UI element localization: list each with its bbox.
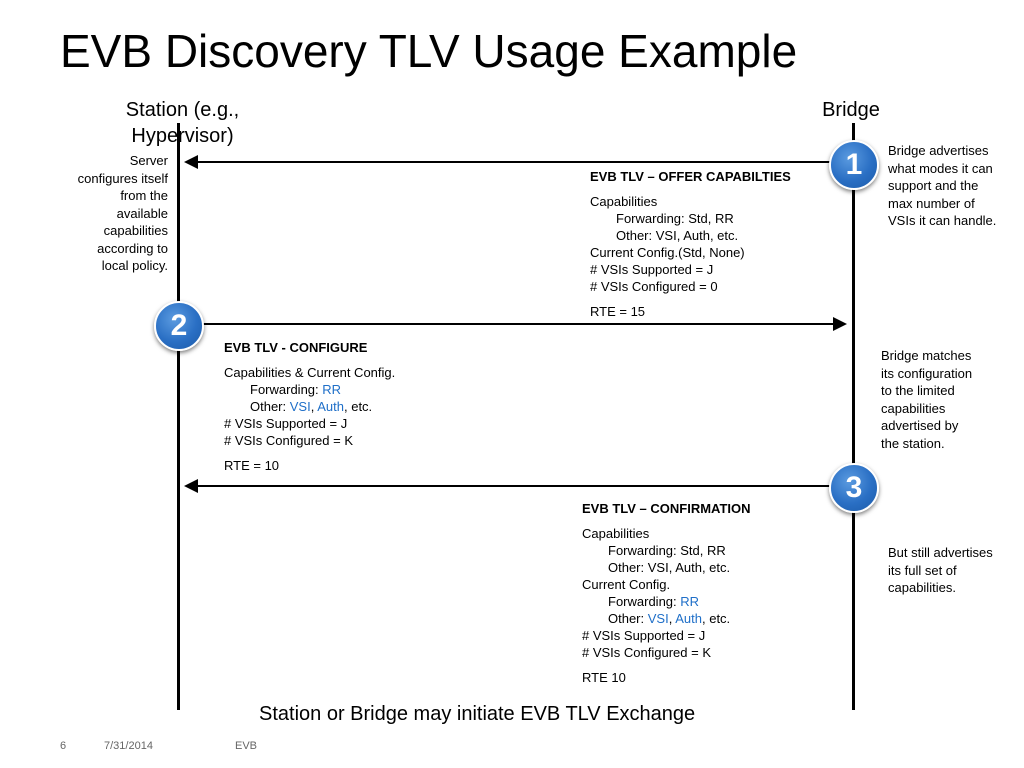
configure-capabilities: Capabilities & Current Config.: [224, 365, 396, 380]
bridge-note-line: max number of: [888, 195, 975, 211]
bridge-note-line: capabilities.: [888, 580, 956, 595]
cur-other-auth: Auth: [675, 611, 702, 626]
bridge-note-line: to the limited: [881, 383, 955, 398]
server-note-line: local policy.: [101, 258, 168, 273]
slide-footer-label: EVB: [235, 740, 258, 752]
configure-header: EVB TLV - CONFIGURE: [224, 340, 368, 355]
bottom-caption: Station or Bridge may initiate EVB TLV E…: [259, 703, 696, 725]
confirmation-cur-other: Other: VSI, Auth, etc.: [582, 610, 751, 627]
configure-arrowhead: [833, 317, 847, 331]
server-note-line: from the: [120, 188, 168, 203]
cur-other-sep: ,: [668, 611, 676, 626]
forwarding-value: RR: [322, 382, 342, 397]
confirmation-vsis-supported: # VSIs Supported = J: [582, 628, 706, 643]
station-label-line-2: Hypervisor): [131, 125, 234, 147]
offer-header: EVB TLV – OFFER CAPABILTIES: [590, 169, 791, 184]
confirmation-arrowhead: [184, 479, 198, 493]
bridge-advertises-note: Bridge advertises what modes it can supp…: [888, 142, 1022, 230]
bridge-note-line: But still advertises: [888, 545, 993, 560]
server-note: Server configures itself from the availa…: [52, 152, 168, 275]
confirmation-forwarding: Forwarding: Std, RR: [608, 543, 726, 558]
step-3-badge: 3: [829, 463, 879, 513]
bridge-lifeline: [852, 123, 855, 710]
cur-other-prefix: Other:: [608, 611, 648, 626]
confirmation-vsis-configured: # VSIs Configured = K: [582, 645, 711, 660]
bridge-note-line: VSIs it can handle.: [888, 213, 997, 228]
station-label: Station (e.g., Hypervisor): [100, 97, 265, 149]
configure-other: Other: VSI, Auth, etc.: [224, 398, 395, 415]
other-prefix: Other:: [250, 399, 290, 414]
bridge-label: Bridge: [822, 99, 880, 121]
server-note-line: according to: [97, 240, 168, 256]
bridge-note-line: capabilities: [881, 400, 946, 416]
bridge-note-line: support and the: [888, 178, 979, 193]
confirmation-rte: RTE 10: [582, 670, 626, 685]
bridge-note-line: the station.: [881, 435, 945, 451]
step-2-badge: 2: [154, 301, 204, 351]
page-title: EVB Discovery TLV Usage Example: [60, 25, 798, 77]
other-suffix: , etc.: [343, 399, 373, 414]
station-label-line-1: Station (e.g.,: [125, 99, 240, 121]
forwarding-prefix: Forwarding:: [250, 382, 323, 397]
step-1-badge: 1: [829, 140, 879, 190]
confirmation-other: Other: VSI, Auth, etc.: [608, 560, 731, 575]
offer-arrow: [196, 161, 852, 163]
slide-number: 6: [60, 740, 67, 752]
bridge-matches-note: Bridge matches its configuration to the …: [881, 347, 1015, 452]
cur-other-suffix: , etc.: [701, 611, 731, 626]
configure-rte: RTE = 10: [224, 458, 280, 473]
other-auth: Auth: [317, 399, 344, 414]
bridge-note-line: advertised by: [881, 418, 959, 433]
offer-forwarding: Forwarding: Std, RR: [616, 211, 734, 226]
slide-date: 7/31/2014: [104, 740, 153, 752]
confirmation-tlv-block: EVB TLV – CONFIRMATION Capabilities Forw…: [582, 500, 751, 686]
server-note-line: available: [116, 205, 168, 221]
offer-rte: RTE = 15: [590, 304, 646, 319]
configure-vsis-configured: # VSIs Configured = K: [224, 433, 353, 448]
offer-capabilities: Capabilities: [590, 194, 658, 209]
cur-forwarding-prefix: Forwarding:: [608, 594, 681, 609]
configure-forwarding: Forwarding: RR: [224, 381, 395, 398]
bridge-note-line: Bridge matches: [881, 348, 972, 363]
confirmation-current-config: Current Config.: [582, 577, 671, 592]
confirmation-cur-forwarding: Forwarding: RR: [582, 593, 751, 610]
offer-current-config: Current Config.(Std, None): [590, 245, 745, 260]
cur-forwarding-value: RR: [680, 594, 700, 609]
station-lifeline: [177, 123, 180, 710]
bridge-note-line: its full set of: [888, 562, 957, 578]
offer-arrowhead: [184, 155, 198, 169]
other-sep: ,: [310, 399, 318, 414]
other-vsi: VSI: [289, 399, 311, 414]
confirmation-capabilities: Capabilities: [582, 526, 650, 541]
bridge-note-line: its configuration: [881, 365, 973, 381]
still-advertises-note: But still advertises its full set of cap…: [888, 544, 1022, 597]
offer-vsis-configured: # VSIs Configured = 0: [590, 279, 718, 294]
configure-tlv-block: EVB TLV - CONFIGURE Capabilities & Curre…: [224, 339, 395, 474]
offer-other: Other: VSI, Auth, etc.: [616, 228, 739, 243]
cur-other-vsi: VSI: [647, 611, 669, 626]
configure-vsis-supported: # VSIs Supported = J: [224, 416, 348, 431]
server-note-line: Server: [129, 153, 168, 168]
offer-vsis-supported: # VSIs Supported = J: [590, 262, 714, 277]
server-note-line: capabilities: [103, 223, 168, 238]
bridge-note-line: what modes it can: [888, 160, 993, 176]
configure-arrow: [179, 323, 833, 325]
confirmation-arrow: [196, 485, 852, 487]
offer-tlv-block: EVB TLV – OFFER CAPABILTIES Capabilities…: [590, 168, 791, 320]
confirmation-header: EVB TLV – CONFIRMATION: [582, 501, 751, 516]
bridge-note-line: Bridge advertises: [888, 143, 989, 158]
server-note-line: configures itself: [77, 170, 168, 186]
